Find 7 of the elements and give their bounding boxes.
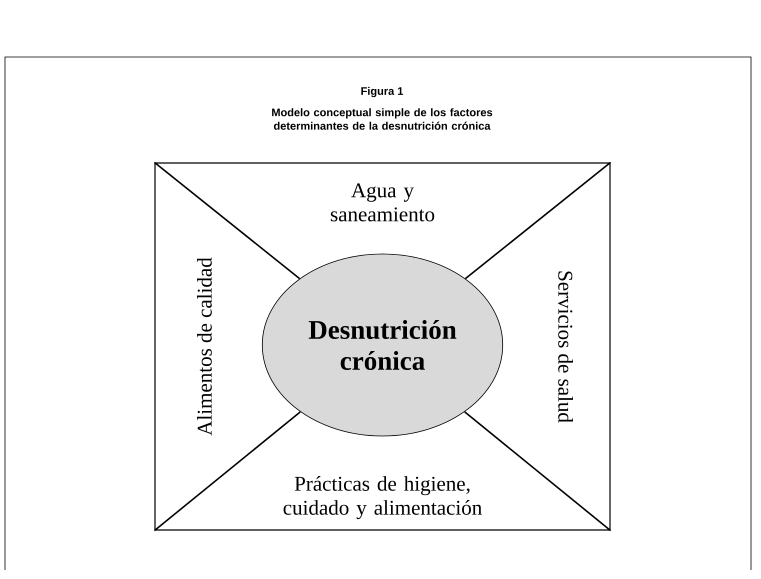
region-label: Agua y saneamiento (330, 183, 434, 222)
square-frame (154, 162, 611, 531)
figure-title: Modelo conceptual simple de los factores determinantes de la desnutrición crónica (272, 108, 492, 130)
region-label: Alimentos de calidad (197, 258, 212, 436)
region-label: Servicios de salud (558, 272, 573, 423)
figure-number: Figura 1 (361, 86, 404, 98)
region-label: Prácticas de higiene, cuidado y alimentación (284, 476, 482, 520)
